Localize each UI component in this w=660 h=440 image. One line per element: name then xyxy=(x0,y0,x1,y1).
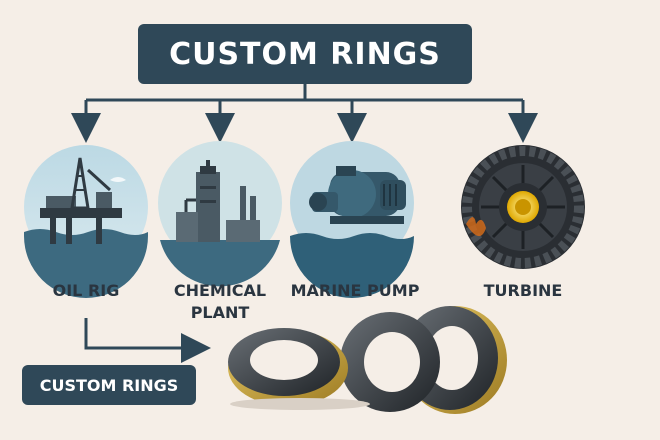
chemical-plant-icon xyxy=(158,141,282,287)
marine-pump-icon xyxy=(290,141,414,298)
label-oil-rig: OIL RIG xyxy=(52,281,120,300)
connector-lines xyxy=(71,84,538,363)
label-marine-pump: MARINE PUMP xyxy=(290,281,420,300)
arrow-to-rings xyxy=(84,318,211,363)
turbine-icon xyxy=(461,145,585,269)
bottom-label-box: CUSTOM RINGS xyxy=(22,365,196,405)
title-text: CUSTOM RINGS xyxy=(169,36,441,72)
label-turbine: TURBINE xyxy=(483,281,563,300)
oil-rig-icon xyxy=(24,145,148,298)
label-chemical-plant: CHEMICAL PLANT xyxy=(173,281,267,322)
title-box: CUSTOM RINGS xyxy=(138,24,472,84)
bottom-label-text: CUSTOM RINGS xyxy=(39,375,179,395)
rings-illustration xyxy=(228,306,507,414)
